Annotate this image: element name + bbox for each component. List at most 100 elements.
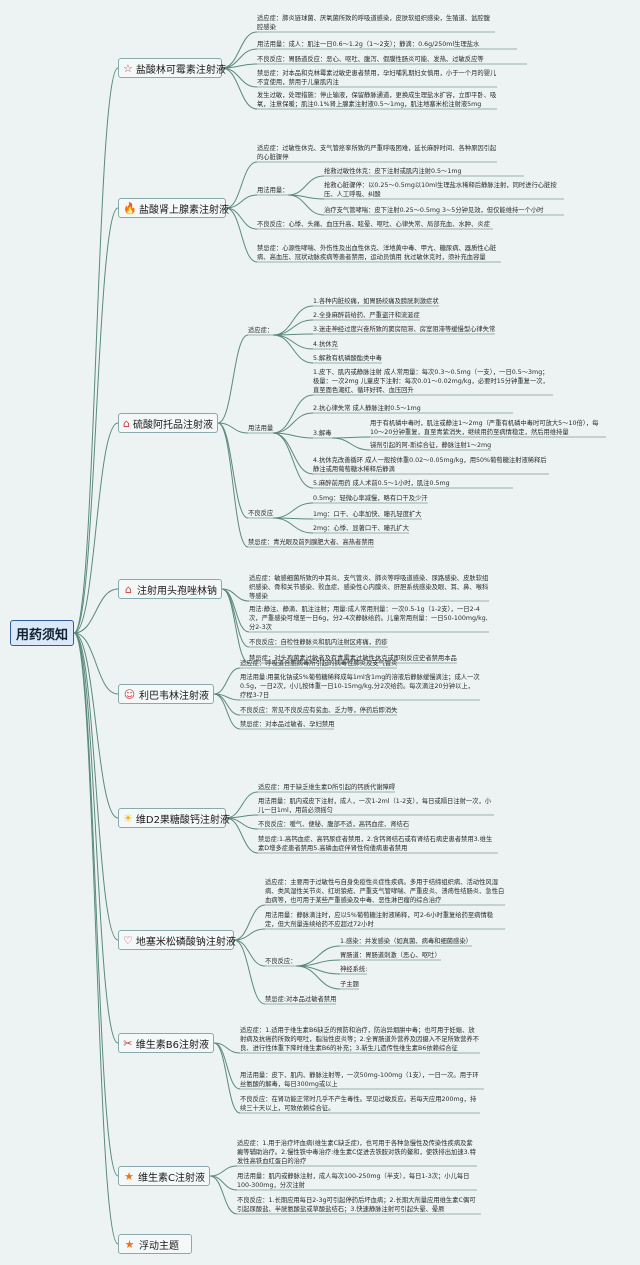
leaf-link-22 [331, 436, 371, 439]
atropine-adverse-label: 不良反应 [248, 510, 274, 517]
leaf-link-12 [217, 334, 249, 424]
atropine-usage-5: 5.麻醉前用药 成人术前0.5～1小时，肌注0.5mg [313, 480, 450, 487]
topic-lincomycin[interactable]: ☆盐酸林可霉素注射液 [118, 58, 226, 78]
topic-floating[interactable]: ★浮动主题 [118, 1234, 192, 1254]
leaf-link-56 [209, 1175, 238, 1215]
leaf-link-20 [272, 412, 314, 434]
vitd2-contra: 禁忌症:1.高钙血症、高钙尿症者禁用，2.含钙肾结石或有肾结石病史患者禁用3.维… [258, 836, 493, 852]
dexa-adverse-4: 子主题 [340, 981, 359, 988]
root-link-9 [73, 632, 119, 1245]
ribavirin-contra: 禁忌症：对本品过敏者、孕妇禁用 [240, 721, 335, 728]
topic-dexamethasone[interactable]: ♡地塞米松磷酸钠注射液 [118, 930, 236, 950]
leaf-link-50 [233, 939, 266, 1005]
leaf-link-25 [272, 432, 314, 489]
leaf-link-16 [272, 334, 314, 350]
epinephrine-indication: 适应症：过敏性休克、支气管痉挛所致的严重呼吸困难，延长麻醉时间、各种原因引起的心… [257, 145, 497, 161]
epinephrine-usage-2: 抢救心脏骤停：以0.25～0.5mg以10ml生理盐水稀释后静脉注射，同时进行心… [324, 182, 557, 198]
topic-vitd2-calcium[interactable]: ☀维D2果糖酸钙注射液 [118, 808, 230, 828]
ribavirin-adverse: 不良反应：常见不良反应有贫血、乏力等，停药后即消失 [240, 707, 398, 714]
leaf-link-10 [225, 207, 258, 230]
dexa-contra: 禁忌症:对本品过敏者禁用 [265, 996, 337, 1003]
leaf-link-0 [221, 31, 258, 69]
leaf-link-6 [225, 194, 258, 209]
lincomycin-contra: 禁忌症：对本品和克林霉素过敏史患者禁用，孕妇哺乳期妇女慎用，小于一个月的婴儿不宜… [257, 70, 497, 86]
leaf-link-49 [295, 965, 341, 990]
atropine-indication-4: 4.抗休克 [313, 341, 338, 348]
leaf-link-42 [225, 817, 259, 854]
leaf-link-2 [221, 63, 258, 69]
leaf-link-26 [217, 422, 249, 519]
leaf-link-35 [213, 667, 241, 695]
lincomycin-adverse: 不良反应：胃肠道反应：恶心、呕吐、腹泻、假膜性肠炎可能、发热、过敏反应等 [257, 56, 484, 63]
scissors-icon: ✂ [123, 1036, 133, 1050]
cefazolin-adverse: 不良反应：自检性静脉炎和肌内注射区疼痛，药疹 [249, 639, 388, 646]
topic-vitamin-b6[interactable]: ✂维生素B6注射液 [118, 1033, 214, 1053]
leaf-link-14 [272, 319, 314, 336]
leaf-link-30 [217, 422, 249, 548]
leaf-link-1 [221, 48, 258, 69]
vitc-usage: 用法用量：肌内或静脉注射，成人每次100-250mg（半支），每日1-3次；小儿… [237, 1173, 470, 1189]
leaf-link-55 [209, 1175, 238, 1191]
root-link-5 [73, 632, 119, 819]
b6-usage: 用法用量：皮下、肌内、静脉注射等，一次50mg-100mg（1支），一日一次。用… [240, 1072, 479, 1088]
epinephrine-contra: 禁忌症：心源性哮喘、外伤性及出血性休克、洋地黄中毒、甲亢、糖尿病、器质性心脏病、… [257, 245, 497, 261]
root-link-6 [73, 632, 119, 941]
lincomycin-indication: 适应症：肺炎链球菌、厌氧菌所致的呼吸道感染，皮肤软组织感染，生殖道、盆腔腹腔感染 [257, 15, 490, 31]
topic-vitamin-c[interactable]: ★维生素C注射液 [118, 1166, 210, 1186]
topic-ribavirin[interactable]: ☺利巴韦林注射液 [118, 684, 214, 704]
leaf-link-34 [221, 588, 250, 664]
ribavirin-usage: 用法用量:用氯化钠或5%葡萄糖稀释成每1ml含1mg的溶液后静脉缓慢滴注；成人一… [240, 674, 480, 699]
flame-icon: 🔥 [123, 201, 137, 215]
leaf-link-24 [272, 432, 314, 475]
star-filled-icon: ★ [124, 1169, 134, 1183]
leaf-link-18 [217, 422, 249, 434]
vitc-adverse: 不良反应：1.长期应用每日2-3g可引起停药后坏血病；2.长期大剂量应用维生素C… [237, 1197, 476, 1213]
atropine-contra: 禁忌症：青光眼及前列腺肥大者、高热者禁用 [248, 539, 374, 546]
atropine-detox-1: 用于有机磷中毒时，肌注或静注1～2mg（严重有机磷中毒时可放大5～10倍），每1… [370, 420, 599, 436]
leaf-link-7 [287, 175, 325, 196]
root-link-3 [73, 588, 119, 634]
atropine-indication-5: 5.解救有机磷酸酯类中毒 [313, 355, 382, 362]
root-link-1 [73, 207, 119, 634]
vitd2-adverse: 不良反应：嗳气、便秘、腹部不适，高钙血症、肾结石 [258, 821, 410, 828]
root-link-4 [73, 632, 119, 695]
vitd2-usage: 用法用量：肌内或皮下注射，成人，一次1-2ml（1-2支），每日或隔日注射一次，… [258, 798, 492, 814]
leaf-link-9 [287, 194, 325, 216]
root-topic[interactable]: 用药须知 [10, 620, 74, 646]
smile-icon: ☺ [123, 687, 136, 701]
epinephrine-adverse: 不良反应：心悸、头痛、血压升高、眩晕、呕吐、心律失常、局部充血、水肿、炎症 [257, 221, 490, 228]
b6-adverse: 不良反应：在肾功能正常时几乎不产生毒性。罕见过敏反应。若每天应用200mg，持续… [240, 1096, 477, 1112]
atropine-indication-2: 2.全身麻醉前给药、严重盗汗和流涎症 [313, 312, 420, 319]
dexa-adverse-label: 不良反应： [265, 958, 297, 965]
leaf-link-11 [225, 207, 258, 263]
topic-cefazolin[interactable]: ⌂注射用头孢唑林钠 [118, 579, 222, 599]
star-filled-icon: ★ [124, 1237, 135, 1251]
leaf-link-40 [225, 814, 259, 819]
leaf-link-17 [272, 334, 314, 364]
epinephrine-usage-label: 用法用量： [257, 187, 289, 194]
cefazolin-indication: 适应症：敏感细菌所致的中耳炎、支气管炎、肺炎等呼吸道感染、尿路感染、皮肤软组织感… [249, 575, 489, 600]
leaf-link-39 [225, 791, 259, 819]
lincomycin-allergy: 发生过敏，处理措施：停止输液，保留静脉通道，更换成生理盐水扩容，立即平卧、吸氧，… [257, 92, 497, 108]
atropine-usage-1: 1.皮下、肌内或静脉注射 成人常用量：每次0.3～0.5mg（一支），一日0.5… [313, 369, 549, 394]
leaf-link-23 [331, 437, 371, 451]
atropine-usage-4: 4.抗休克改善循环 成人一般按体重0.02～0.05mg/kg，用50%葡萄糖注… [313, 457, 547, 473]
leaf-link-4 [221, 67, 258, 110]
vitd2-indication: 适应症：用于缺乏维生素D所引起的钙质代谢障碍 [258, 784, 396, 791]
leaf-link-53 [213, 1042, 241, 1114]
atropine-indication-1: 1.各种内脏绞痛，如胃肠绞痛及膀胱刺激症状 [313, 298, 439, 305]
leaf-link-52 [213, 1042, 241, 1090]
topic-atropine[interactable]: ⌂硫酸阿托品注射液 [118, 413, 218, 433]
epinephrine-usage-3: 治疗支气管哮喘：皮下注射0.25～0.5mg 3~5分钟见效，但仅能维持一个小时 [324, 207, 544, 214]
leaf-link-27 [272, 502, 314, 519]
lincomycin-usage: 用法用量：成人：肌注一日0.6～1.2g（1～2支）；静滴：0.6g/250ml… [257, 41, 480, 48]
dexa-adverse-1: 1.感染：并发感染（如真菌、病毒和细菌感染） [340, 938, 472, 945]
leaf-link-33 [221, 588, 250, 648]
leaf-link-44 [233, 928, 266, 941]
topic-epinephrine[interactable]: 🔥盐酸肾上腺素注射液 [118, 198, 229, 218]
atropine-usage-2: 2.抗心律失常 成人静脉注射0.5～1mg [313, 405, 421, 412]
leaf-link-45 [233, 939, 266, 967]
atropine-indication-3: 3.迷走神经过度兴奋所致的窦房阻滞、房室阻滞等缓慢型心律失常 [313, 326, 496, 333]
atropine-adverse-3: 2mg：心悸、显著口干、瞳孔扩大 [313, 525, 409, 532]
